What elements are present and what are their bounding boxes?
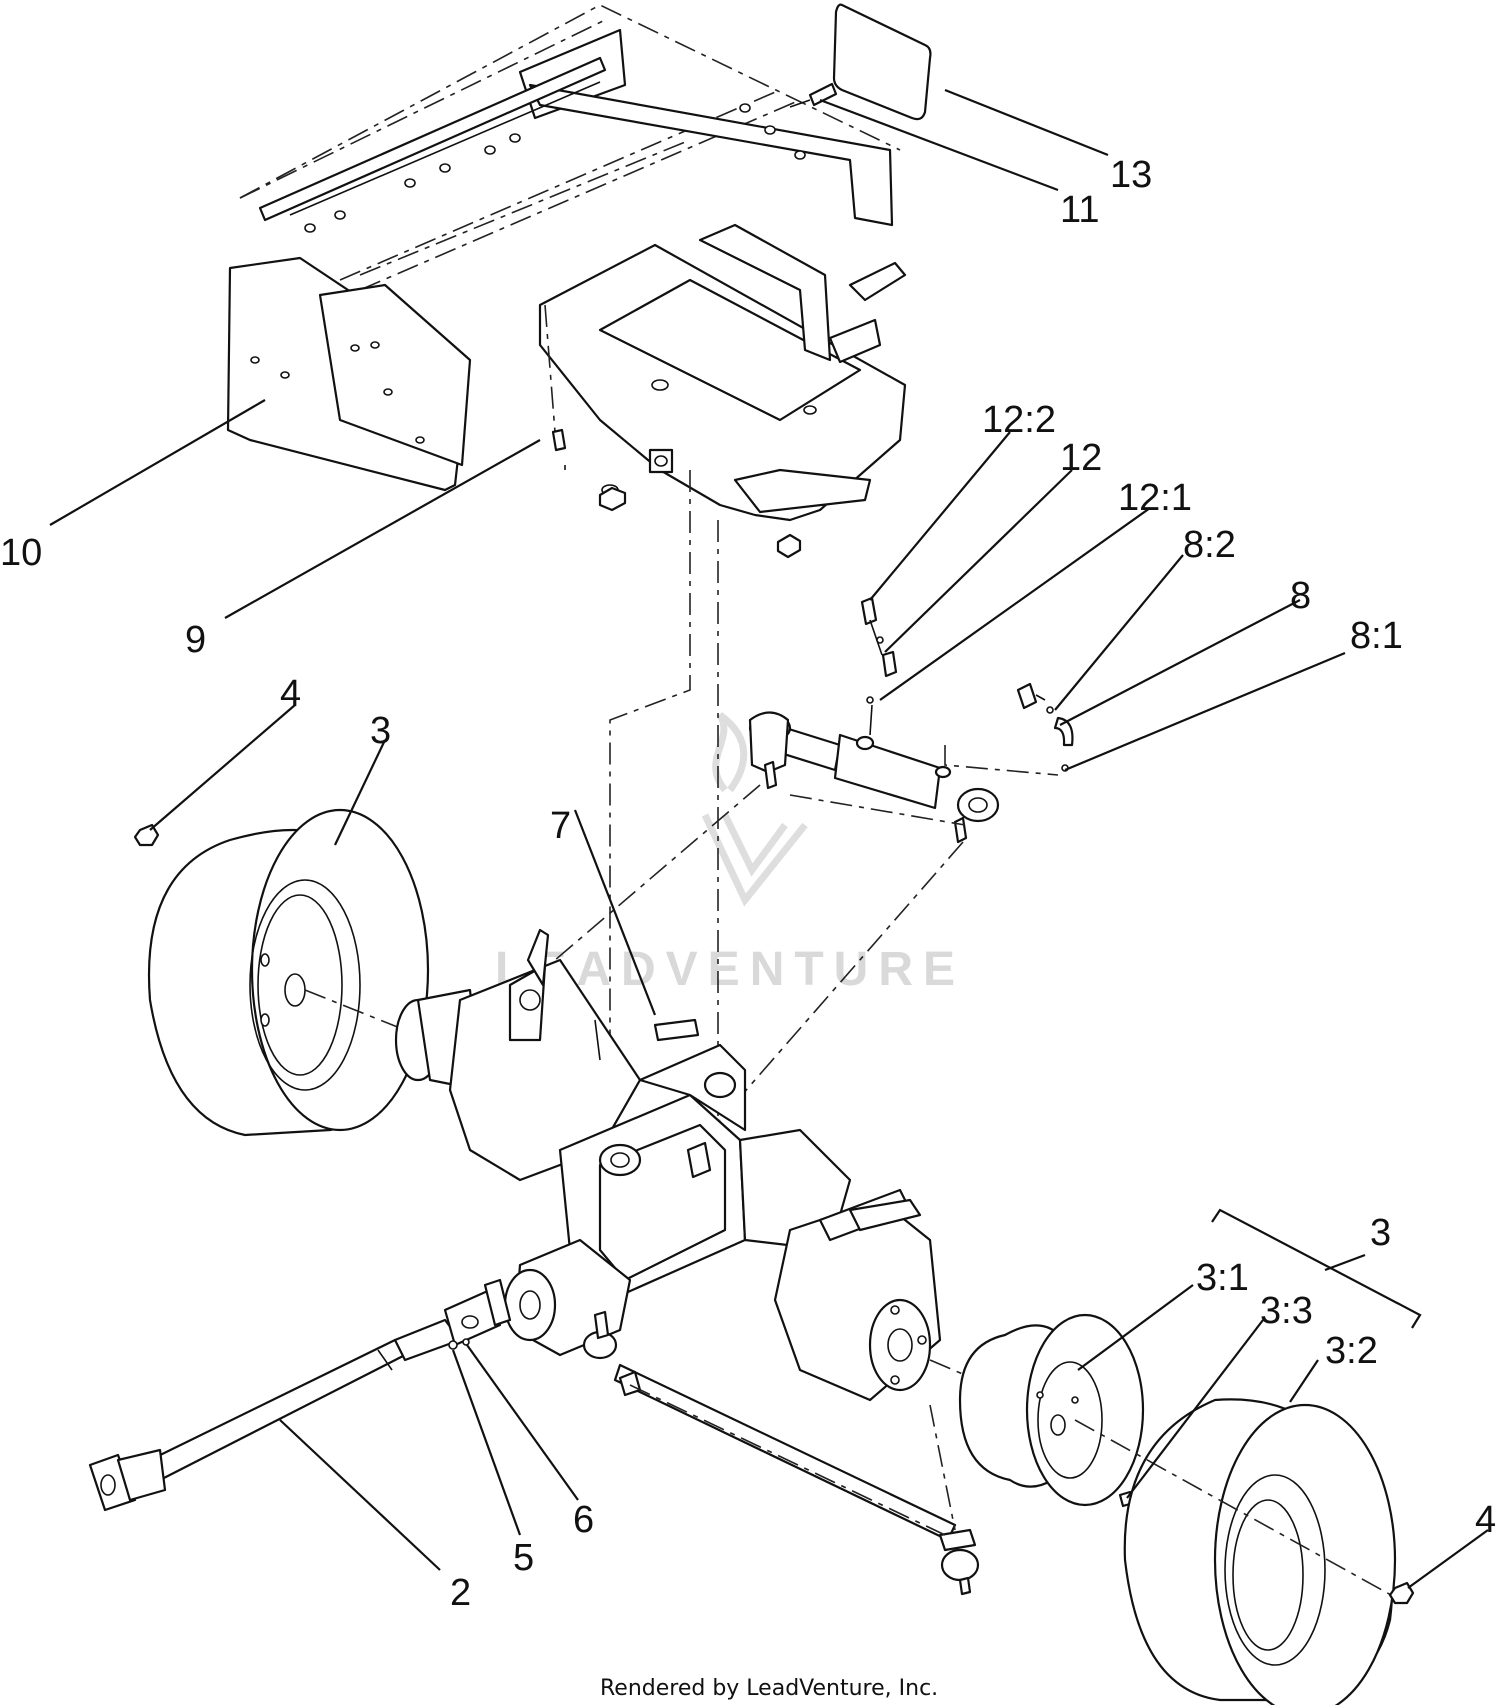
- callout-3-1: 3:1: [1196, 1257, 1249, 1299]
- callout-8: 8: [1290, 575, 1311, 617]
- footer-credit: Rendered by LeadVenture, Inc.: [600, 1676, 938, 1701]
- bolt-11: [789, 82, 838, 108]
- steering-support-bracket: [538, 223, 907, 559]
- callout-3-left: 3: [370, 710, 391, 752]
- callout-3-bracket: 3: [1370, 1212, 1391, 1254]
- fitting-12: [860, 596, 898, 736]
- fitting-8: [944, 682, 1074, 776]
- side-panel: [226, 139, 691, 492]
- watermark-logo-icon: [701, 712, 808, 907]
- callout-labels: 13 11 10 9 12:2 12 12:1 8:2 8 8:1 4 3 7 …: [0, 154, 1496, 1614]
- callout-10: 10: [0, 532, 42, 574]
- drive-shaft: [88, 1278, 512, 1512]
- callout-11: 11: [1060, 189, 1099, 231]
- callout-7: 7: [550, 805, 571, 847]
- callout-9: 9: [185, 619, 206, 661]
- decal-plate: [832, 3, 932, 121]
- label-7: [594, 1018, 700, 1061]
- frame-rear-holes: [304, 103, 806, 233]
- lug-nut-right: [1388, 1581, 1415, 1605]
- callout-4-left: 4: [280, 673, 301, 715]
- bolt-9: [551, 428, 567, 452]
- right-rim: [958, 1313, 1145, 1507]
- right-tire: [1074, 1398, 1401, 1705]
- callout-8-1: 8:1: [1350, 615, 1403, 657]
- transaxle-assembly: [394, 928, 1001, 1402]
- callout-4-right: 4: [1475, 1499, 1496, 1541]
- lug-nut-left: [133, 823, 160, 847]
- callout-12-2: 12:2: [982, 399, 1056, 441]
- steering-cylinder: [748, 711, 1000, 844]
- left-wheel: [148, 808, 431, 1137]
- callout-5: 5: [513, 1537, 534, 1579]
- callout-12: 12: [1060, 437, 1102, 479]
- callout-8-2: 8:2: [1183, 524, 1236, 566]
- assembly-bracket-3: [1211, 1208, 1422, 1329]
- callout-3-2: 3:2: [1325, 1330, 1378, 1372]
- callout-2: 2: [450, 1572, 471, 1614]
- callout-6: 6: [573, 1499, 594, 1541]
- leader-lines: [49, 88, 1489, 1589]
- frame-rear: [239, 4, 901, 291]
- callout-13: 13: [1110, 154, 1152, 196]
- callout-12-1: 12:1: [1118, 477, 1192, 519]
- tie-rod: [582, 1310, 980, 1596]
- callout-3-3: 3:3: [1260, 1290, 1313, 1332]
